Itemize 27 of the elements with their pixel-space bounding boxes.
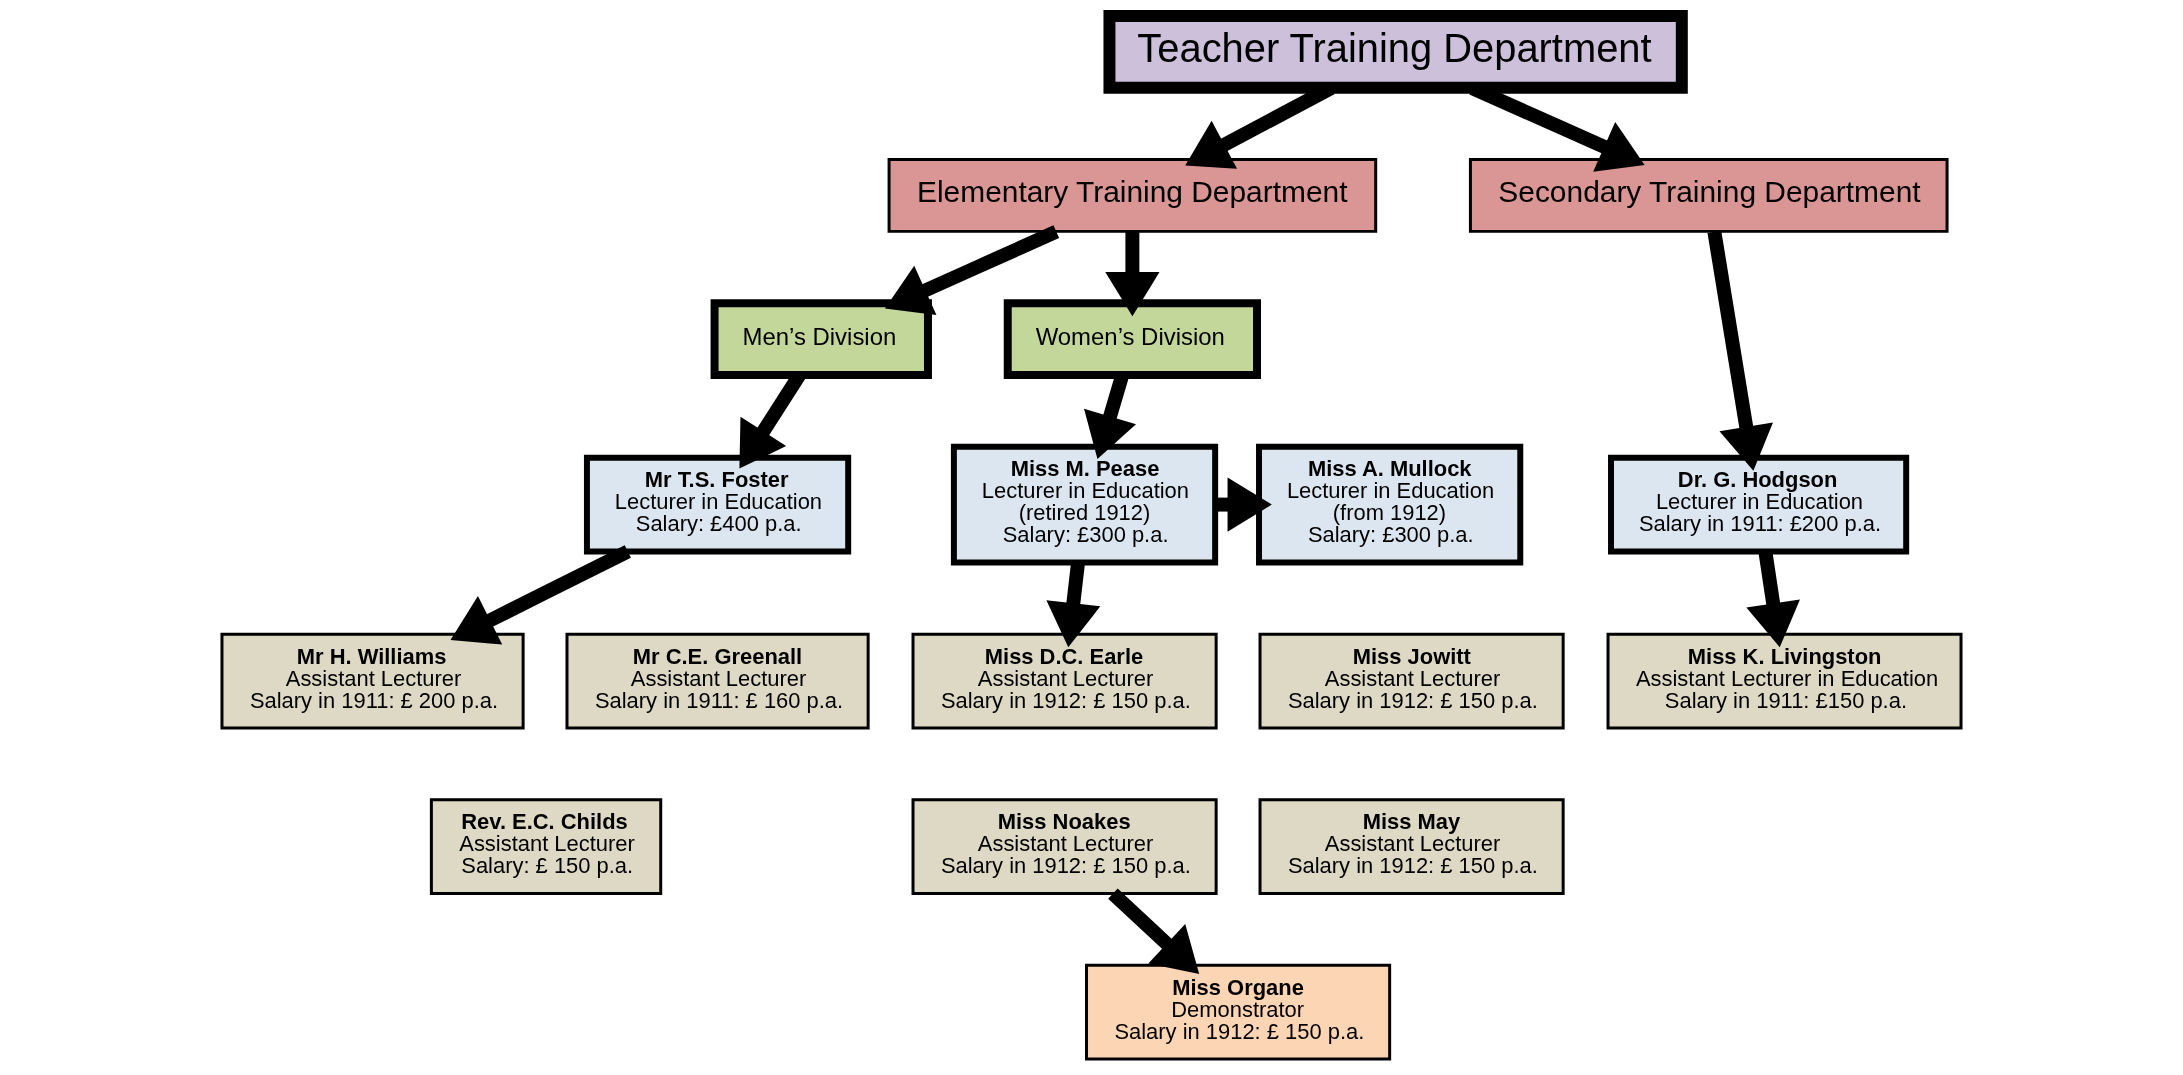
node-box: Mr C.E. Greenall Assistant Lecturer Salary in 1911: £ 160 p.a. bbox=[565, 632, 870, 730]
arrow bbox=[1108, 888, 1200, 974]
arrow bbox=[1215, 477, 1272, 532]
arrow bbox=[1469, 81, 1645, 172]
node-box: Miss A. Mullock Lecturer in Education (from 1912) Salary: £300 p.a. bbox=[1256, 443, 1524, 566]
node-box: Mr H. Williams Assistant Lecturer Salary in 1911: £ 200 p.a. bbox=[220, 632, 525, 730]
node-box: Miss M. Pease Lecturer in Education (retired 1912) Salary: £300 p.a. bbox=[950, 443, 1219, 566]
node-box: Dr. G. Hodgson Lecturer in Education Salary in 1911: £200 p.a. bbox=[1608, 454, 1910, 555]
node-box: Elementary Training Department bbox=[887, 158, 1378, 233]
arrow bbox=[1046, 562, 1101, 648]
node-box: Miss May Assistant Lecturer Salary in 1912: £ 150 p.a. bbox=[1258, 798, 1565, 895]
node-box: Miss K. Livingston Assistant Lecturer in Education Salary in 1911: £150 p.a. bbox=[1606, 632, 1963, 730]
arrow bbox=[1185, 81, 1335, 169]
node-box: Women’s Division bbox=[1003, 299, 1261, 379]
arrow bbox=[884, 225, 1060, 316]
node-box: Miss Jowitt Assistant Lecturer Salary in 1912: £ 150 p.a. bbox=[1258, 632, 1565, 730]
arrow bbox=[1707, 230, 1773, 471]
node-box: Secondary Training Department bbox=[1468, 158, 1949, 233]
arrow bbox=[450, 545, 631, 645]
node-box: Teacher Training Department bbox=[1103, 10, 1688, 94]
node-box: Miss Organe Demonstrator Salary in 1912: £ 150 p.a. bbox=[1085, 963, 1392, 1061]
arrow bbox=[1105, 231, 1160, 317]
node-box: Mr T.S. Foster Lecturer in Education Salary: £400 p.a. bbox=[583, 454, 852, 555]
node-box: Men’s Division bbox=[710, 299, 932, 379]
node-box: Miss Noakes Assistant Lecturer Salary in 1912: £ 150 p.a. bbox=[911, 798, 1218, 895]
node-box: Rev. E.C. Childs Assistant Lecturer Salary: £ 150 p.a. bbox=[429, 798, 663, 895]
node-box: Miss D.C. Earle Assistant Lecturer Salary in 1912: £ 150 p.a. bbox=[911, 632, 1218, 730]
